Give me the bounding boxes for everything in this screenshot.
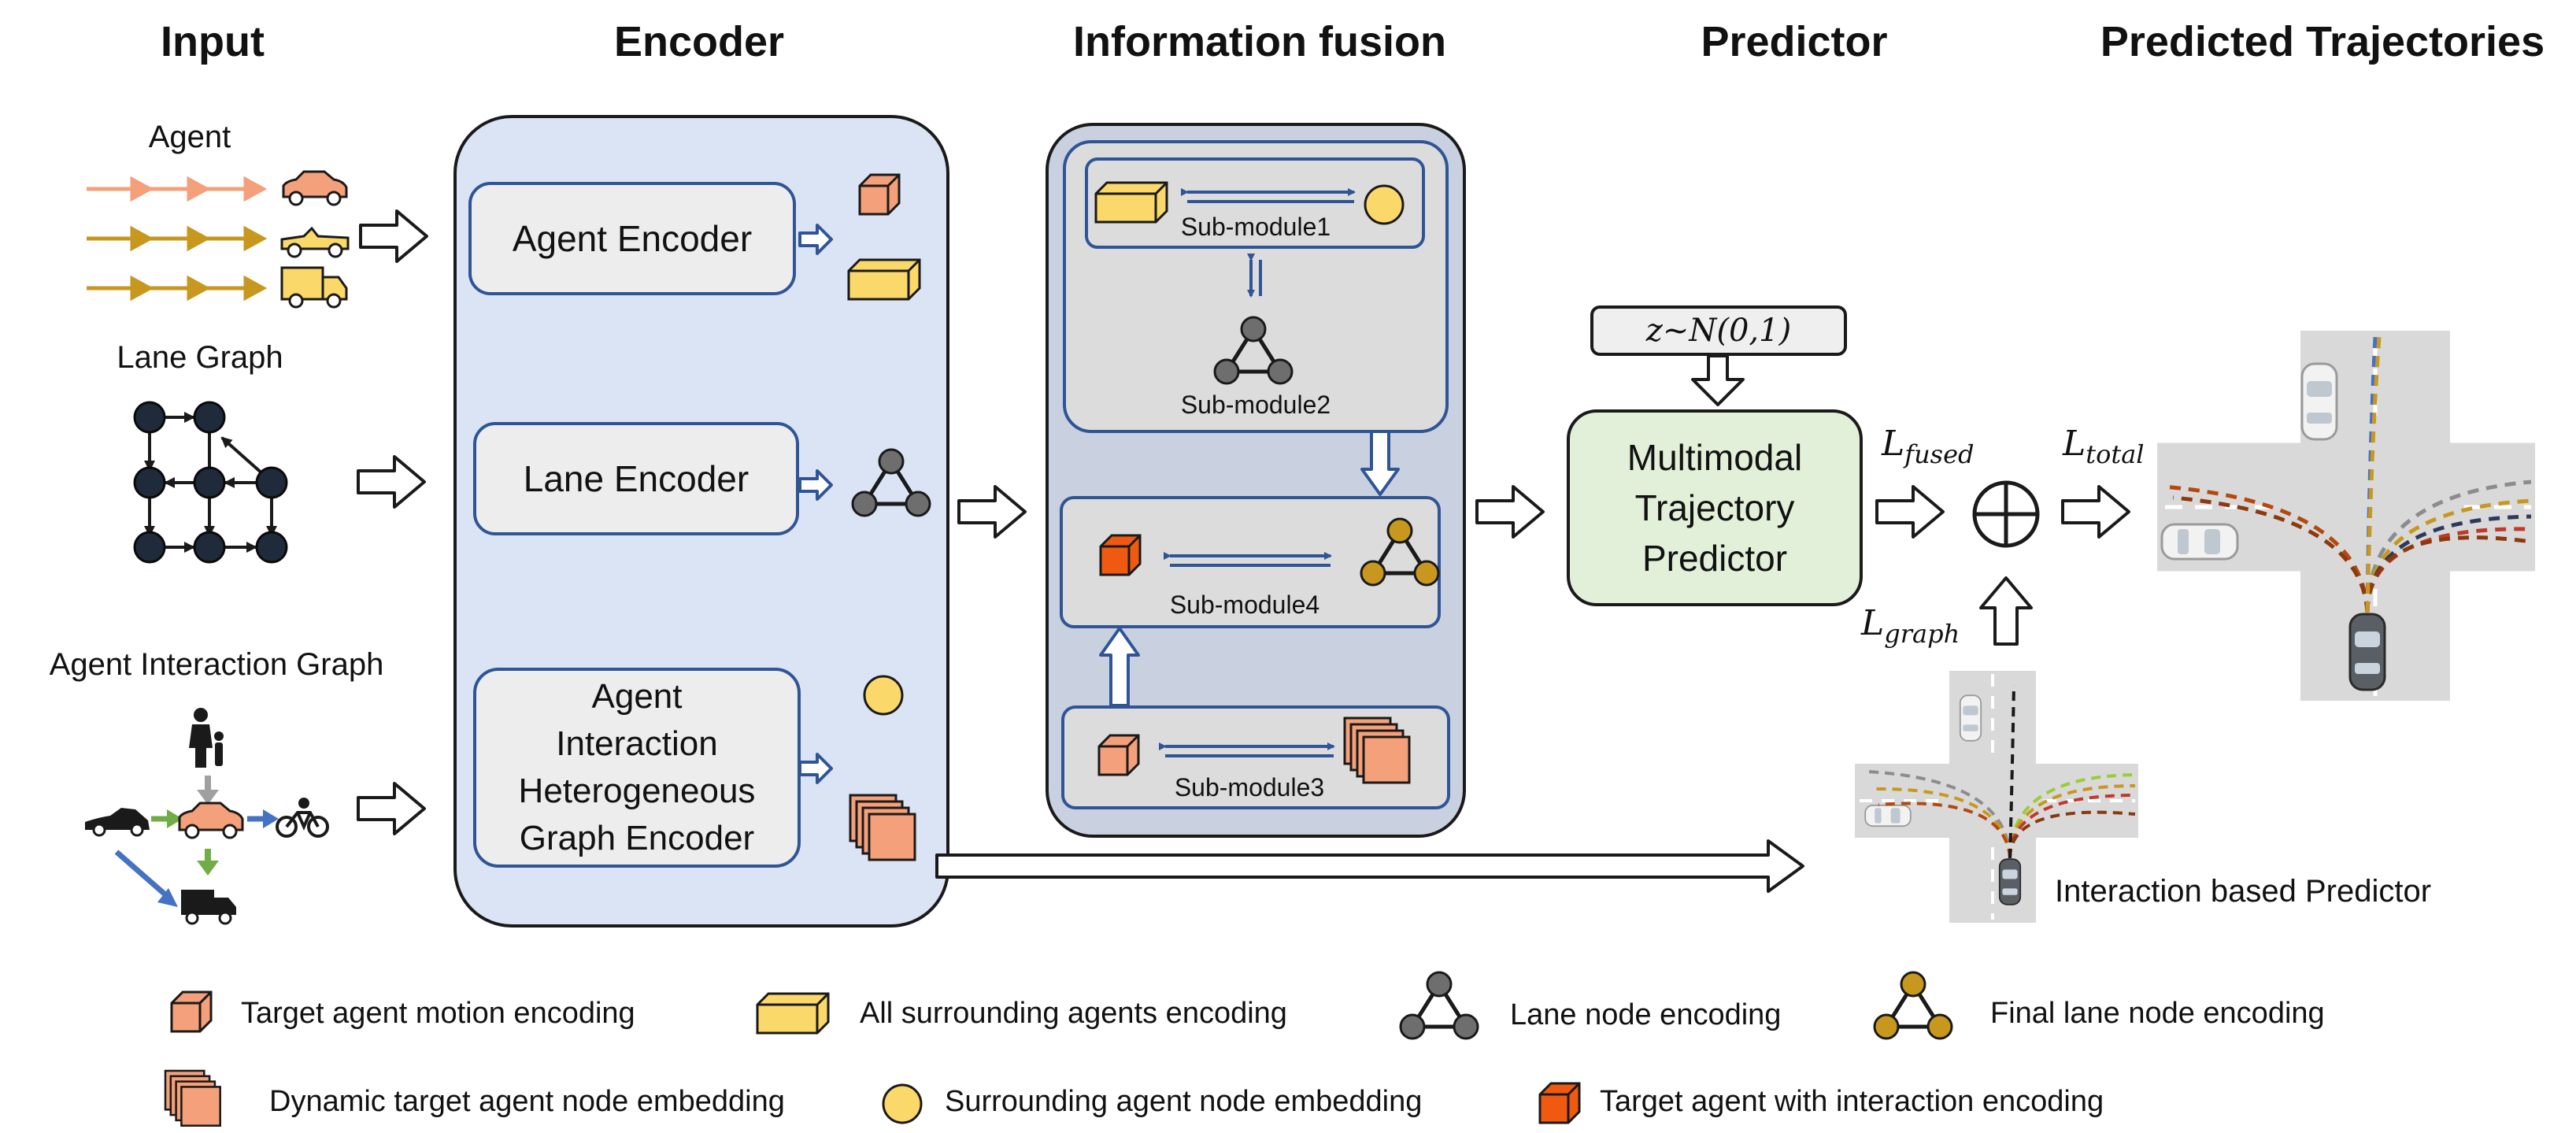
interaction-encoder-line-2: Interaction — [556, 724, 718, 763]
legend-final-lane-node-icon — [1875, 972, 1952, 1039]
lane-encoder-box[interactable] — [473, 422, 799, 535]
sub1-slab — [1094, 181, 1168, 224]
input-lane-graph-label: Lane Graph — [117, 340, 283, 375]
sum-to-output-arrow — [2061, 485, 2130, 539]
skip-connection-arrow — [935, 839, 1804, 893]
multimodal-predictor-label: Multimodal Trajectory Predictor — [1568, 411, 1861, 605]
loss-total-label: Ltotal — [2063, 424, 2145, 469]
interaction-encoder-line-1: Agent — [591, 677, 683, 716]
sub-module3-label: Sub-module3 — [1174, 773, 1325, 802]
multimodal-predictor-line-2: Trajectory — [1634, 487, 1795, 528]
interaction-edges — [114, 776, 279, 907]
legend-target-motion-label: Target agent motion encoding — [241, 997, 635, 1030]
agent-encoder-label: Agent Encoder — [512, 218, 753, 259]
header-encoder: Encoder — [613, 18, 785, 65]
sub3-cube — [1097, 734, 1140, 776]
legend-target-interaction-icon — [1538, 1082, 1581, 1124]
header-predicted: Predicted Trajectories — [2100, 18, 2545, 65]
header-fusion: Information fusion — [1073, 18, 1446, 65]
sub-module4-box — [1060, 496, 1441, 628]
loss-graph-sub: graph — [1884, 618, 1960, 649]
loss-graph-label: Lgraph — [1861, 603, 1960, 649]
input-agent-arrow — [359, 209, 428, 263]
loss-graph-main: L — [1861, 603, 1885, 643]
yellow-truck-icon — [280, 266, 348, 309]
orange-car-icon — [282, 170, 348, 206]
multimodal-predictor-box[interactable] — [1567, 409, 1863, 606]
fusion-flow-arrows — [1099, 430, 1400, 707]
cyclist-icon — [276, 798, 329, 838]
interaction-predictor-label: Interaction based Predictor — [2055, 874, 2432, 909]
loss-total-main: L — [2063, 424, 2086, 464]
agent-encoder-box[interactable] — [468, 182, 796, 295]
interaction-encoder-line-3: Heterogeneous — [518, 772, 756, 810]
lane-graph-nodes — [133, 401, 288, 564]
legend-lane-node-label: Lane node encoding — [1510, 998, 1782, 1031]
sum-operator-icon — [1972, 480, 2040, 548]
sub4-cube — [1099, 534, 1142, 576]
fusion-to-predictor-arrow — [1475, 485, 1545, 539]
target-motion-encoding-cube — [858, 173, 901, 216]
loss-fused-sub: fused — [1904, 439, 1975, 469]
graph-loss-up-arrow — [1979, 576, 2033, 646]
multimodal-predictor-line-1: Multimodal — [1627, 437, 1803, 478]
legend-surrounding-enc-label: All surrounding agents encoding — [860, 997, 1287, 1030]
interaction-intersection-map — [1855, 671, 2138, 923]
noise-label: z~N(0,1) — [1645, 313, 1792, 349]
input-agent-label: Agent — [148, 120, 231, 154]
legend-lane-node-icon — [1401, 972, 1478, 1039]
pedestrian-icon — [189, 708, 224, 768]
encoder-to-fusion-arrow — [957, 485, 1027, 539]
input-interaction-arrow — [357, 782, 426, 835]
input-lane-arrow — [357, 455, 426, 509]
yellow-convertible-icon — [280, 226, 350, 258]
agent-trajectory-icons — [87, 176, 268, 302]
output-intersection-map — [2157, 331, 2535, 701]
legend-dynamic-target-label: Dynamic target agent node embedding — [269, 1085, 785, 1118]
legend-surrounding-node-label: Surrounding agent node embedding — [945, 1085, 1423, 1118]
orange-ego-car-icon — [178, 802, 244, 839]
loss-total-sub: total — [2086, 439, 2145, 469]
predictor-to-sum-arrow — [1875, 485, 1945, 539]
legend-surrounding-enc-icon — [756, 992, 830, 1035]
header-predictor: Predictor — [1701, 18, 1888, 65]
legend-dynamic-target-icon — [164, 1069, 221, 1127]
surrounding-agent-node-circle — [863, 675, 904, 716]
sub-module1-label: Sub-module1 — [1180, 213, 1331, 241]
legend-surrounding-node-icon — [882, 1083, 923, 1124]
sub-module2-label: Sub-module2 — [1180, 391, 1331, 419]
legend-target-interaction-label: Target agent with interaction encoding — [1600, 1085, 2104, 1118]
noise-down-arrow — [1691, 354, 1745, 406]
interaction-encoder-line-4: Graph Encoder — [519, 819, 755, 857]
header-input: Input — [161, 18, 265, 65]
loss-fused-label: Lfused — [1882, 424, 1975, 469]
input-interaction-graph-label: Agent Interaction Graph — [49, 647, 384, 682]
black-car-icon — [85, 808, 150, 837]
black-truck-icon — [181, 890, 236, 925]
fusion-double-arrows — [1159, 188, 1356, 757]
encoder-output-arrows — [798, 224, 833, 784]
legend-final-lane-node-label: Final lane node encoding — [1990, 997, 2325, 1030]
loss-fused-main: L — [1882, 424, 1905, 464]
surrounding-agents-encoding-slab — [847, 258, 921, 301]
interaction-encoder-label: Agent Interaction Heterogeneous Graph En… — [475, 669, 799, 866]
legend-target-motion-icon — [170, 990, 213, 1033]
sub-module4-label: Sub-module4 — [1169, 591, 1320, 619]
sub1-circle — [1364, 184, 1405, 225]
lane-encoder-label: Lane Encoder — [523, 458, 749, 499]
multimodal-predictor-line-3: Predictor — [1641, 538, 1788, 579]
